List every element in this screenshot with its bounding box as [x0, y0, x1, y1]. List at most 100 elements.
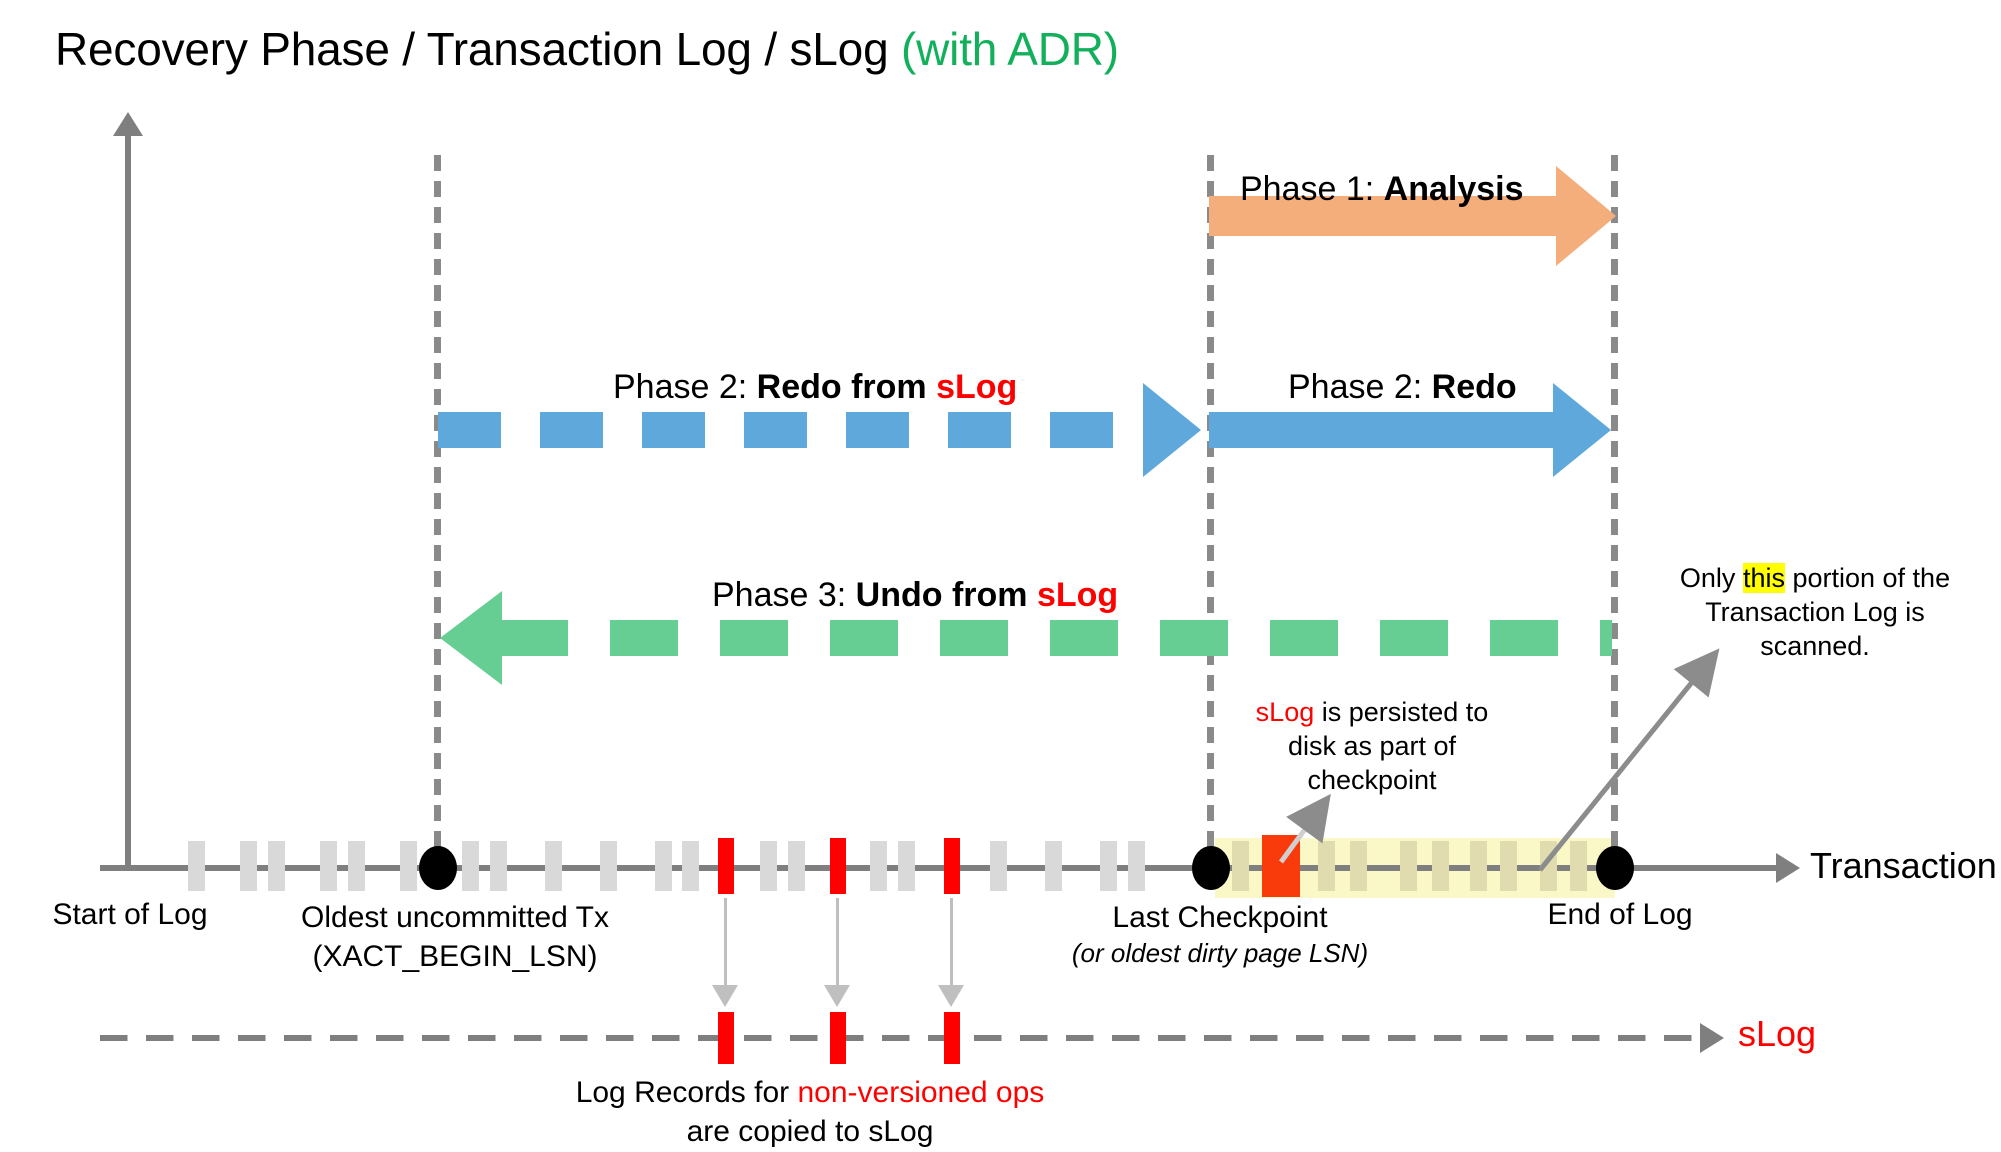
- label-end-of-log: End of Log: [1547, 898, 1693, 931]
- log-record-block: [655, 841, 672, 891]
- phase2-redo-label: Phase 2: Redo: [1288, 368, 1517, 407]
- caption-pre: Log Records for: [575, 1076, 798, 1109]
- log-record-block-scanned: [1500, 841, 1517, 891]
- phase2-name: Redo: [1431, 368, 1517, 406]
- phase1-analysis-arrowhead-icon: [1556, 166, 1616, 266]
- phase2-slog-prefix: Phase 2:: [613, 368, 757, 406]
- log-record-block: [1100, 841, 1117, 891]
- log-record-block: [600, 841, 617, 891]
- log-record-block: [1045, 841, 1062, 891]
- log-record-block-scanned: [1318, 841, 1335, 891]
- label-oldest-uncommitted-tx: Oldest uncommitted Tx (XACT_BEGIN_LSN): [255, 898, 655, 976]
- log-record-block: [400, 841, 417, 891]
- log-record-block-scanned: [1470, 841, 1487, 891]
- annotation-scan-highlight-word: this: [1742, 563, 1785, 593]
- marker-dot-oldest-tx: [419, 846, 457, 890]
- annotation-slog-persisted: sLog is persisted to disk as part of che…: [1232, 696, 1512, 797]
- log-record-block-scanned: [1570, 841, 1587, 891]
- connector-arrow-1-icon: [712, 985, 738, 1007]
- log-record-block-scanned: [1432, 841, 1449, 891]
- annotation-scanned-portion: Only this portion of the Transaction Log…: [1650, 562, 1980, 663]
- caption-post: are copied to sLog: [686, 1115, 934, 1148]
- label-start-of-log: Start of Log: [52, 898, 208, 931]
- transaction-log-axis-line: [100, 865, 1780, 871]
- phase3-undo-from-slog-label: Phase 3: Undo from sLog: [712, 576, 1118, 615]
- log-record-block: [545, 841, 562, 891]
- label-oldest-tx-main: Oldest uncommitted Tx: [301, 901, 609, 934]
- phase3-name: Undo from: [855, 576, 1037, 614]
- y-axis-line: [125, 128, 131, 868]
- label-oldest-tx-sub: (XACT_BEGIN_LSN): [312, 940, 598, 973]
- title-main: Recovery Phase / Transaction Log / sLog: [55, 23, 902, 75]
- slog-record-2: [830, 1012, 846, 1064]
- label-slog-axis: sLog: [1738, 1013, 1817, 1054]
- slog-axis-arrow-icon: [1700, 1023, 1724, 1053]
- log-record-block: [348, 841, 365, 891]
- phase1-prefix: Phase 1:: [1240, 170, 1384, 208]
- caption-emphasis: non-versioned ops: [797, 1076, 1045, 1109]
- log-record-block: [462, 841, 479, 891]
- slog-axis-line: [100, 1035, 1700, 1041]
- log-record-block: [268, 841, 285, 891]
- guide-oldest-tx: [434, 155, 441, 867]
- log-record-block: [1128, 841, 1145, 891]
- phase2-redo-from-slog-arrowhead-icon: [1143, 383, 1201, 477]
- marker-dot-last-checkpoint: [1192, 846, 1230, 890]
- log-record-block: [870, 841, 887, 891]
- log-record-nonversioned-1: [718, 838, 734, 894]
- connector-line-3: [950, 898, 953, 988]
- page-title: Recovery Phase / Transaction Log / sLog …: [55, 22, 1119, 76]
- log-record-block: [898, 841, 915, 891]
- connector-line-1: [724, 898, 727, 988]
- caption-slog-copy: Log Records for non-versioned ops are cop…: [490, 1073, 1130, 1151]
- phase3-prefix: Phase 3:: [712, 576, 856, 614]
- annotation-slog-rest: is persisted to disk as part of checkpoi…: [1287, 697, 1489, 795]
- annotation-scan-post: portion of the Transaction Log is scanne…: [1705, 563, 1951, 661]
- phase2-slog-emphasis: sLog: [936, 368, 1018, 406]
- log-record-checkpoint-slog: [1262, 835, 1300, 897]
- label-last-checkpoint: Last Checkpoint (or oldest dirty page LSN…: [1060, 898, 1380, 971]
- slog-record-1: [718, 1012, 734, 1064]
- phase2-redo-arrowhead-icon: [1553, 383, 1611, 477]
- phase3-undo-from-slog-arrow-bar: [500, 620, 1612, 656]
- marker-dot-end-of-log: [1596, 846, 1634, 890]
- log-record-block: [682, 841, 699, 891]
- log-record-block-scanned: [1232, 841, 1249, 891]
- slog-record-3: [944, 1012, 960, 1064]
- log-record-block-scanned: [1400, 841, 1417, 891]
- phase1-analysis-arrow-bar: [1209, 196, 1561, 236]
- log-record-nonversioned-3: [944, 838, 960, 894]
- connector-arrow-2-icon: [824, 985, 850, 1007]
- label-transaction-log-axis: Transaction Log: [1810, 845, 2001, 886]
- phase3-emphasis: sLog: [1036, 576, 1119, 614]
- phase2-slog-name: Redo from: [756, 368, 937, 406]
- transaction-log-axis-arrow-icon: [1776, 853, 1800, 883]
- log-record-block: [320, 841, 337, 891]
- phase2-prefix: Phase 2:: [1288, 368, 1432, 406]
- log-record-block-scanned: [1350, 841, 1367, 891]
- label-checkpoint-sub: (or oldest dirty page LSN): [1071, 938, 1369, 968]
- log-record-block: [788, 841, 805, 891]
- annotation-scan-pre: Only: [1679, 563, 1743, 593]
- log-record-block: [490, 841, 507, 891]
- log-record-block: [990, 841, 1007, 891]
- phase3-undo-from-slog-arrowhead-icon: [440, 591, 502, 685]
- log-record-block: [188, 841, 205, 891]
- log-record-nonversioned-2: [830, 838, 846, 894]
- phase1-label: Phase 1: Analysis: [1240, 170, 1524, 209]
- title-adr-suffix: (with ADR): [901, 23, 1119, 75]
- log-record-block: [240, 841, 257, 891]
- phase2-redo-from-slog-label: Phase 2: Redo from sLog: [613, 368, 1017, 407]
- phase2-redo-from-slog-arrow-bar: [438, 412, 1143, 448]
- guide-last-checkpoint: [1207, 155, 1214, 867]
- log-record-block-scanned: [1540, 841, 1557, 891]
- guide-end-of-log: [1611, 155, 1618, 867]
- connector-line-2: [836, 898, 839, 988]
- y-axis-arrow-icon: [113, 112, 143, 136]
- phase2-redo-arrow-bar: [1209, 412, 1557, 448]
- connector-arrow-3-icon: [938, 985, 964, 1007]
- phase1-name: Analysis: [1383, 170, 1524, 208]
- log-record-block: [760, 841, 777, 891]
- label-checkpoint-main: Last Checkpoint: [1112, 901, 1328, 934]
